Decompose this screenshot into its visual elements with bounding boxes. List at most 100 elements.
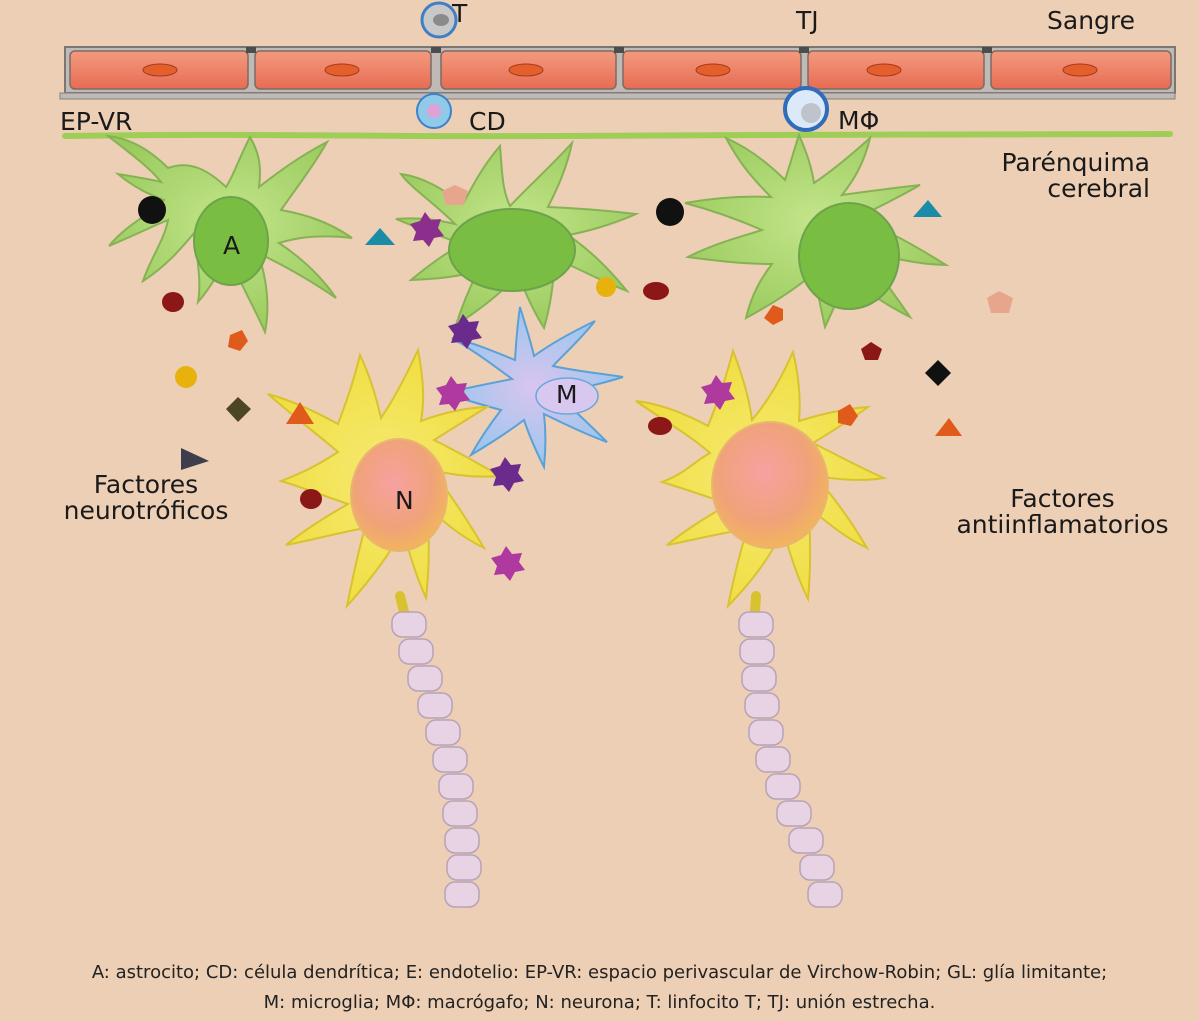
endothelium-layer (59, 46, 1176, 100)
endothelial-nucleus (142, 63, 178, 77)
axons (391, 611, 843, 908)
myelin-segment (425, 719, 461, 746)
myelin-segment (741, 665, 777, 692)
neuron-right (635, 347, 888, 617)
myelin-segment (446, 854, 482, 881)
pink-factor (442, 185, 468, 205)
endothelial-nucleus (695, 63, 731, 77)
orange-factor (286, 402, 314, 424)
astrocyte-label: A (223, 231, 241, 260)
myelin-segment (444, 881, 480, 908)
neuron-nucleus (711, 421, 829, 549)
purple-star-factor (436, 376, 470, 411)
myelin-segment (398, 638, 434, 665)
axon-left (391, 611, 482, 908)
myelin-segment (739, 638, 775, 665)
purple-star-factor (490, 457, 524, 492)
endothelial-nucleus (508, 63, 544, 77)
orange-factor (764, 305, 783, 325)
microglia-label: M (556, 380, 578, 409)
teal-factor (365, 228, 395, 245)
black-diamond-factor (925, 360, 951, 386)
astrocyte-center (395, 139, 640, 331)
basement-membrane (59, 92, 1176, 100)
myelin-segment (417, 692, 453, 719)
microglia (440, 306, 624, 471)
parenquima-line-2: cerebral (1047, 173, 1150, 203)
purple-star-factor (448, 314, 482, 349)
astrocyte-nucleus (798, 202, 900, 310)
myelin-segment (799, 854, 835, 881)
myelin-segment (432, 746, 468, 773)
endothelial-nucleus (866, 63, 902, 77)
myelin-segment (444, 827, 480, 854)
astrocyte-nucleus (448, 208, 576, 292)
black-factor (138, 196, 166, 224)
parenquima-line-1: Parénquima (1001, 148, 1150, 177)
myelin-segment (755, 746, 791, 773)
dark-red-factor (300, 489, 322, 509)
neuron-label: N (395, 486, 414, 515)
purple-star-factor (410, 212, 444, 247)
myelin-segment (776, 800, 812, 827)
myelin-segment (442, 800, 478, 827)
tight-junction (982, 47, 992, 53)
cd-label: CD (469, 107, 506, 136)
endothelial-cells (69, 50, 1172, 90)
dark-red-factor (162, 292, 184, 312)
yellow-factor (175, 366, 197, 388)
myelin-segment (788, 827, 824, 854)
orange-factor (838, 404, 858, 426)
myelin-segment (744, 692, 780, 719)
orange-factor (228, 330, 248, 351)
sangre-label: Sangre (1047, 6, 1136, 35)
dark-red-factor (861, 342, 882, 360)
myelin-segment (438, 773, 474, 800)
neurons (267, 346, 888, 617)
neuron-left (267, 346, 504, 617)
olive-factor (226, 397, 251, 422)
glia-limitans-line (62, 131, 1173, 140)
tight-junction (799, 47, 809, 53)
caption-line-2: M: microglia; MΦ: macrógafo; N: neurona;… (263, 992, 936, 1013)
immune-cells (416, 1, 829, 132)
orange-factor (935, 418, 962, 436)
tight-junction (246, 47, 256, 53)
antiinflammatory-factors-line-1: Factores (1010, 484, 1115, 513)
pink-factor (987, 291, 1013, 313)
astrocyte-right (684, 132, 950, 331)
tj-label: TJ (796, 6, 819, 35)
astrocytes (104, 132, 950, 336)
ep-vr-label: EP-VR (60, 107, 133, 136)
yellow-factor (596, 277, 616, 297)
neurotrophic-factors-line-2: neurotróficos (63, 495, 229, 525)
purple-star-factor (701, 375, 735, 410)
myelin-segment (807, 881, 843, 908)
astrocyte-left (104, 134, 353, 336)
myelin-segment (765, 773, 801, 800)
dark-triangle-factor (181, 448, 209, 470)
neurotrophic-factors-line-1: Factores (93, 470, 199, 499)
antiinflammatory-factors-line-2: antiinflamatorios (956, 509, 1169, 539)
tight-junction (431, 47, 441, 53)
myelin-segment (748, 719, 784, 746)
antiinflammatory-factors-label: Factores antiinflamatorios (955, 486, 1170, 537)
dendritic-cell-nucleus (427, 104, 441, 118)
macrophage-label: MΦ (838, 106, 880, 135)
t-label: T (452, 0, 468, 28)
endothelial-nucleus (1062, 63, 1098, 77)
macrophage-vesicle (801, 103, 821, 123)
neurotrophic-factors-label: Factores neurotróficos (61, 472, 231, 523)
purple-star-factor (491, 546, 525, 581)
tight-junctions (246, 47, 992, 53)
teal-factor (913, 200, 942, 217)
t-lymphocyte-nucleus (433, 14, 449, 26)
glia-limitans (62, 131, 1173, 140)
dark-red-factor (648, 417, 672, 435)
caption-line-1: A: astrocito; CD: célula dendrítica; E: … (91, 962, 1108, 983)
tight-junction (614, 47, 624, 53)
neuron-nucleus (350, 438, 448, 552)
axon-right (738, 611, 843, 908)
